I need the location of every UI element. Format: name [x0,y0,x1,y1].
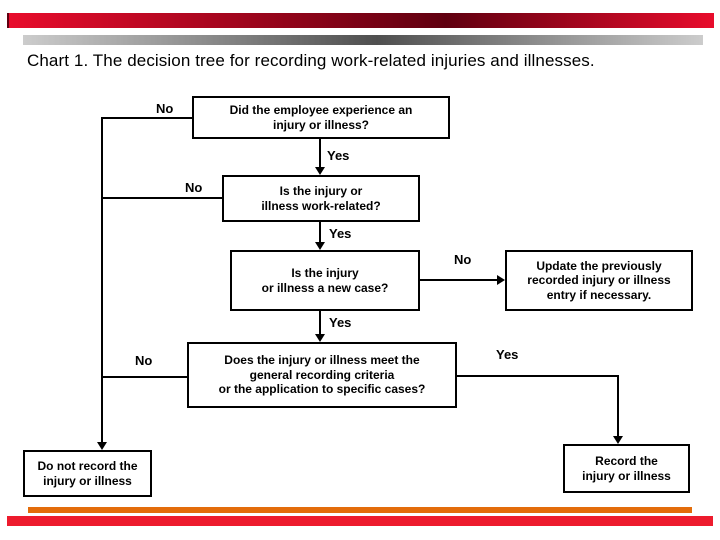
edge-q2-yes-vertical [319,222,321,244]
label-yes-from-q1: Yes [327,148,350,163]
edge-q4-yes-vertical [617,375,619,438]
edge-no-vertical-left [101,117,103,443]
node-update-entry: Update the previously recorded injury or… [505,250,693,311]
node-record: Record the injury or illness [563,444,690,493]
page-title: Chart 1. The decision tree for recording… [27,51,595,70]
arrowhead-into-update [497,275,505,285]
top-red-gradient-bar [7,13,714,28]
node-text-line: Did the employee experience an [229,102,413,117]
node-text-line: Update the previously [536,258,662,273]
edge-q3-no-horizontal [420,279,498,281]
node-text-line: Do not record the [37,458,138,473]
label-yes-from-q2: Yes [329,226,352,241]
node-text-line: recorded injury or illness [527,273,671,288]
node-text-line: injury or illness [43,473,132,488]
node-text-line: general recording criteria [249,367,395,382]
edge-q1-yes-vertical [319,139,321,169]
arrowhead-into-q4 [315,334,325,342]
node-text-line: or the application to specific cases? [218,382,426,397]
edge-q4-no-horizontal [101,376,187,378]
label-no-from-q2: No [185,180,203,195]
label-no-from-q1: No [156,101,174,116]
node-text-line: entry if necessary. [546,287,652,302]
top-gray-gradient-bar [23,35,703,45]
node-work-related: Is the injury or illness work-related? [222,175,420,222]
node-text-line: or illness a new case? [261,280,389,295]
arrowhead-into-do-not-record [97,442,107,450]
arrowhead-into-q2 [315,167,325,175]
node-text-line: Is the injury or [279,183,363,198]
node-text-line: injury or illness [582,468,671,483]
label-yes-from-q4: Yes [496,347,519,362]
node-do-not-record: Do not record the injury or illness [23,450,152,497]
edge-q2-no-horizontal [101,197,222,199]
node-text-line: injury or illness? [272,117,370,132]
node-new-case: Is the injury or illness a new case? [230,250,420,311]
edge-q1-no-horizontal [101,117,192,119]
node-did-employee-experience: Did the employee experience an injury or… [192,96,450,139]
edge-q4-yes-horizontal [457,375,619,377]
label-yes-from-q3: Yes [329,315,352,330]
node-text-line: illness work-related? [261,198,381,213]
bottom-red-bar [7,516,713,526]
node-text-line: Is the injury [291,265,359,280]
node-recording-criteria: Does the injury or illness meet the gene… [187,342,457,408]
node-text-line: Does the injury or illness meet the [224,353,420,368]
node-text-line: Record the [595,453,658,468]
label-no-from-q4: No [135,353,153,368]
bottom-orange-bar [28,507,692,513]
label-no-from-q3: No [454,252,472,267]
arrowhead-into-record [613,436,623,444]
arrowhead-into-q3 [315,242,325,250]
edge-q3-yes-vertical [319,311,321,336]
